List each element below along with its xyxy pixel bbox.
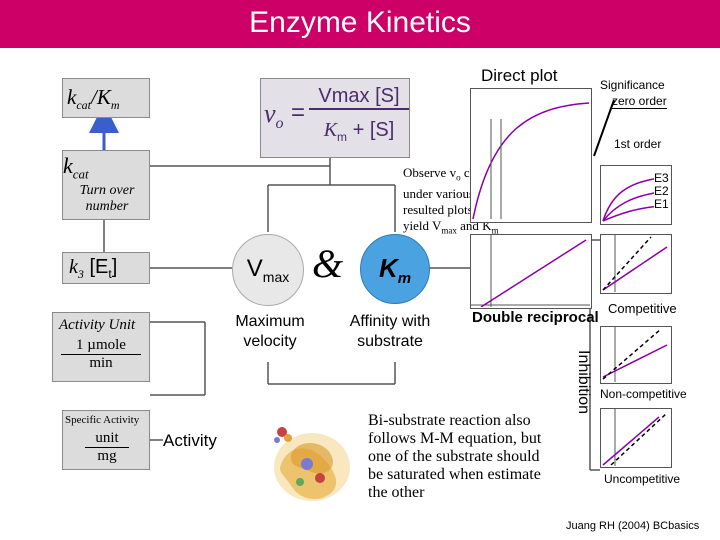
unit-fraction: 1 µmole min: [61, 337, 141, 372]
km-circle: Km: [360, 234, 430, 304]
eq-v: vo: [264, 99, 284, 133]
competitive-graph: [602, 235, 668, 292]
noncompetitive-graph: [602, 327, 668, 382]
noncompetitive-label: Non-competitive: [600, 387, 687, 401]
kcat-label: kcat: [63, 153, 89, 182]
eq-denominator: Km + [S]: [323, 119, 395, 144]
turnover-label: Turn over number: [79, 183, 135, 214]
mm-equation-box: vo = Vmax [S] Km + [S]: [260, 78, 410, 158]
enzyme-molecule-image: [274, 427, 350, 501]
credit-text: Juang RH (2004) BCbasics: [566, 520, 700, 532]
kcat-km-label: kcat/Km: [67, 85, 120, 113]
noncompetitive-plot: [600, 326, 672, 384]
bisubstrate-text: Bi-substrate reaction also follows M-M e…: [368, 412, 542, 501]
specific-numerator: unit: [85, 430, 129, 448]
ampersand: &: [312, 241, 344, 286]
unit-denominator: min: [89, 355, 113, 371]
activity-label: Activity: [163, 431, 217, 450]
title-bar: [0, 0, 720, 48]
affinity-label: Affinity with substrate: [349, 313, 431, 350]
e-labels: E3 E2 E1: [654, 171, 669, 211]
specific-activity-label: Specific Activity: [65, 414, 140, 426]
specific-activity-box: Specific Activity unit mg: [62, 410, 150, 470]
competitive-label: Competitive: [608, 301, 677, 316]
first-order-slope: [593, 99, 615, 157]
k3-et-box: k3 [Et]: [62, 252, 150, 284]
max-velocity-label: Maximum velocity: [235, 313, 305, 350]
kcat-box: kcat Turn over number: [62, 150, 150, 220]
uncompetitive-graph: [602, 409, 668, 466]
eq-equals: =: [291, 99, 306, 126]
competitive-plot: [600, 234, 672, 294]
direct-plot-label: Direct plot: [481, 66, 558, 85]
k3-et-label: k3 [Et]: [69, 256, 118, 281]
double-reciprocal-plot: [470, 234, 592, 309]
direct-plot-graph: [472, 102, 590, 220]
specific-denominator: mg: [97, 448, 117, 464]
uncompetitive-label: Uncompetitive: [604, 472, 681, 486]
activity-unit-box: Activity Unit 1 µmole min: [52, 312, 150, 382]
page-title: Enzyme Kinetics: [249, 6, 471, 39]
eq-numerator: Vmax [S]: [309, 85, 409, 110]
unit-numerator: 1 µmole: [61, 337, 141, 355]
km-label: Km: [378, 253, 412, 288]
uncompetitive-plot: [600, 408, 672, 468]
specific-fraction: unit mg: [85, 430, 129, 465]
first-order-label: 1st order: [614, 137, 662, 151]
inhibition-label: Inhibition: [575, 350, 592, 415]
kcat-km-box: kcat/Km: [62, 78, 150, 118]
double-reciprocal-graph: [471, 235, 590, 308]
significance-label: Significance: [600, 78, 665, 92]
direct-plot: [470, 88, 592, 223]
activity-unit-label: Activity Unit: [59, 317, 136, 333]
double-reciprocal-label: Double reciprocal: [472, 309, 599, 326]
zero-order-label: zero order: [612, 94, 667, 109]
vmax-circle: Vmax: [232, 234, 304, 306]
vmax-label: Vmax: [246, 255, 290, 285]
